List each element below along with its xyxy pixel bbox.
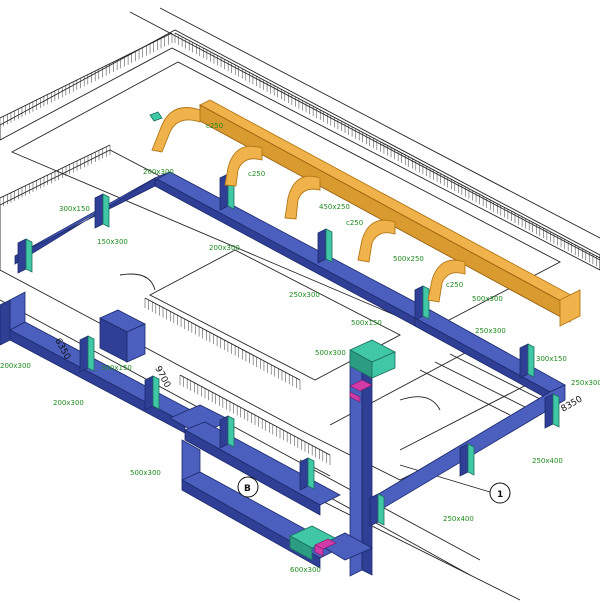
ahu-side [126, 323, 146, 363]
riser-head-side [371, 351, 396, 379]
upper-edge-line-2 [159, 7, 600, 239]
duct-run-bottom-back-side [184, 429, 321, 516]
branch-stub-9 [79, 335, 89, 373]
branch-stub-face-13 [377, 493, 385, 526]
branch-stub-face-4 [325, 228, 333, 263]
label-200x300-left-far: 200x300 [0, 362, 31, 370]
damper-riser-upper [349, 379, 373, 392]
branch-stub-face-10 [152, 375, 160, 410]
grid-bubble-1 [489, 482, 511, 504]
branch-stub-13 [369, 493, 379, 527]
exhaust-elbow-2 [224, 145, 263, 187]
branch-stub-face-7 [552, 393, 560, 428]
branch-stub-face-11 [227, 415, 235, 448]
duct-run-right [414, 309, 566, 393]
branch-stub-5 [414, 285, 424, 321]
label-250x300-right-top: 250x300 [475, 327, 506, 335]
duct-run-left-side [14, 177, 156, 265]
duct-fittings [289, 339, 396, 561]
exhaust-elbow-3 [284, 175, 321, 220]
label-250x400-right: 250x400 [532, 457, 563, 465]
lower-wall-hatch-left-edge [0, 144, 111, 199]
label-500x150: 500x150 [351, 319, 382, 327]
label-500x300-riser: 500x300 [315, 349, 346, 357]
stair-tread [434, 361, 526, 408]
branch-stub-face-1 [102, 193, 110, 228]
label-200x300-top: 200x300 [143, 168, 174, 176]
exhaust-main-top [199, 99, 581, 307]
label-250x400-lower: 250x400 [443, 515, 474, 523]
exhaust-elbow-5 [427, 259, 466, 303]
branch-stub-face-8 [467, 443, 475, 476]
upper-wall-hatch-left-edge [0, 32, 173, 119]
inner-wall-hatch-edge [144, 297, 301, 381]
duct-size-labels: 200x300 300x150 150x300 200x300 250x300 … [0, 122, 600, 574]
stair-tread [449, 353, 541, 400]
exhaust-elbow-1 [151, 107, 201, 153]
branch-stubs [17, 173, 560, 527]
label-500x300-right: 500x300 [472, 295, 503, 303]
duct-front-connection [319, 532, 373, 561]
branch-stub-6 [519, 343, 529, 379]
label-500x250: 500x250 [393, 255, 424, 263]
label-300x150-right: 300x150 [536, 355, 567, 363]
label-c250-c: c250 [346, 219, 363, 227]
grid-line-1 [399, 464, 501, 496]
wall-hatching [0, 32, 600, 465]
branch-stub-12 [299, 457, 309, 491]
label-250x300-mid: 250x300 [289, 291, 320, 299]
branch-stub-7 [544, 393, 554, 429]
branch-stub-8 [459, 443, 469, 477]
branch-stub-face-6 [527, 343, 535, 378]
door-swing-2 [399, 396, 441, 411]
label-250x300-right-edge: 250x300 [571, 379, 600, 387]
damper-bottom-side [314, 544, 324, 557]
label-c250-a: c250 [206, 122, 223, 130]
label-200x300-mid: 200x300 [209, 244, 240, 252]
architectural-walls [0, 7, 600, 601]
upper-wall-hatch-right-edge [174, 32, 600, 259]
upper-wall-outline [0, 29, 600, 271]
branch-stub-4 [317, 228, 327, 264]
exhaust-duct-network [149, 99, 581, 327]
label-300x150-left: 300x150 [59, 205, 90, 213]
inner-room-outline [149, 249, 401, 381]
label-c250-b: c250 [248, 170, 265, 178]
grid-mark-1: 1 [497, 490, 503, 500]
grid-bubble-b [237, 476, 259, 498]
door-swing [119, 273, 156, 291]
exhaust-end-cap [559, 289, 581, 327]
stair-tread [419, 369, 511, 416]
upper-floor-outline [10, 61, 561, 331]
branch-stub-face-9 [87, 335, 95, 372]
bottom-fitting-front [289, 535, 313, 561]
duct-riser-left-side [0, 299, 11, 346]
damper-riser-upper-side [349, 391, 361, 403]
front-wall-hatch-edge [179, 374, 331, 456]
upper-edge-line [129, 11, 600, 261]
label-c250-d: c250 [446, 281, 463, 289]
grid-mark-b: B [244, 484, 251, 494]
branch-stub-face-2 [25, 238, 33, 273]
dampers [314, 379, 373, 557]
label-600x300: 600x300 [290, 566, 321, 574]
branch-stub-face-5 [422, 285, 430, 320]
branch-stub-10 [144, 375, 154, 411]
label-200x300-lower: 200x300 [53, 399, 84, 407]
branch-stub-face-12 [307, 457, 315, 490]
branch-stub-2 [17, 238, 27, 274]
duct-run-bottom-front-side [181, 479, 321, 569]
supply-duct-network [0, 171, 566, 577]
branch-stub-1 [94, 193, 104, 229]
label-300x150-mid: 300x150 [101, 364, 132, 372]
label-500x300-lower: 500x300 [130, 469, 161, 477]
label-150x300: 150x300 [97, 238, 128, 246]
air-handling-unit [99, 309, 146, 363]
exhaust-inlet-fitting [149, 111, 163, 122]
branch-stub-11 [219, 415, 229, 449]
label-450x250: 450x250 [319, 203, 350, 211]
exhaust-elbow-4 [357, 219, 396, 263]
